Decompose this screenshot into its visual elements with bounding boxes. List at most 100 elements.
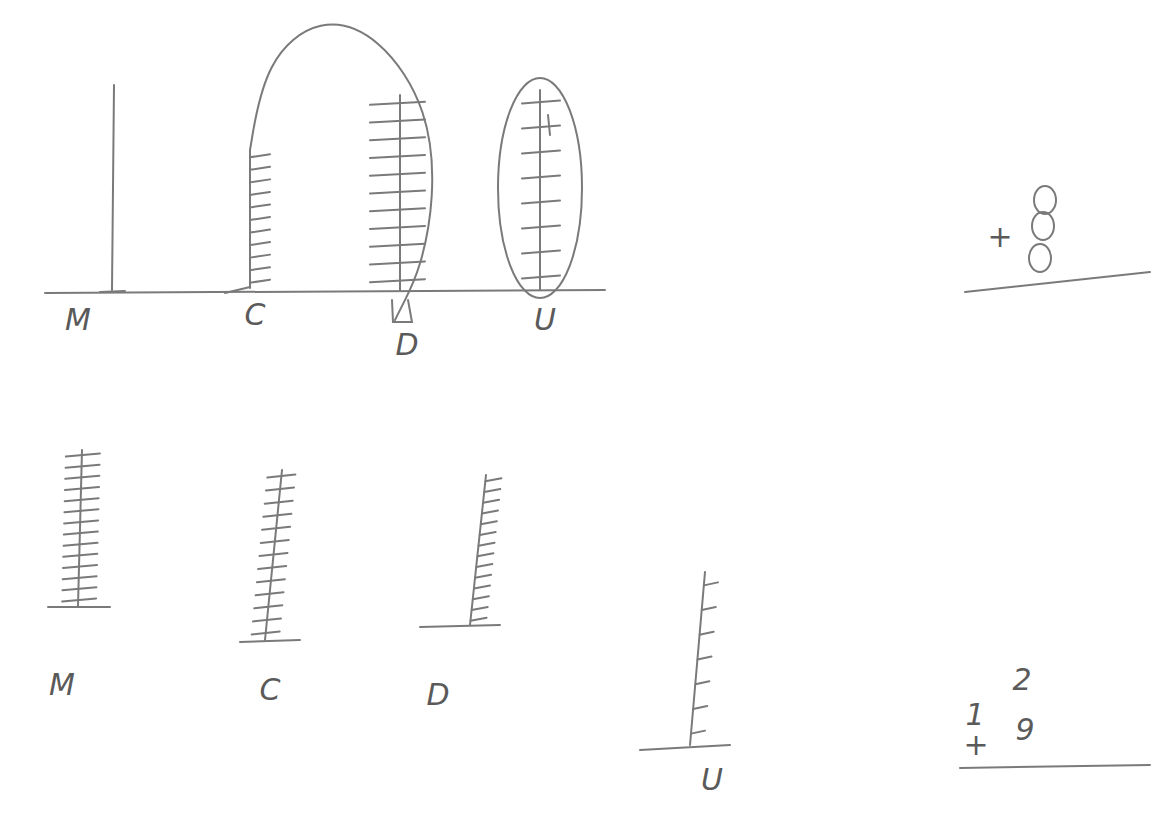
- tally-mark: [702, 607, 716, 610]
- sum-line: [965, 272, 1150, 292]
- base-line: [240, 640, 300, 642]
- place-value-label: M: [65, 305, 91, 335]
- tally-mark: [485, 478, 501, 481]
- tally-mark: [370, 155, 425, 158]
- tally-mark: [250, 154, 270, 157]
- tally-mark: [266, 488, 294, 491]
- tally-mark: [480, 532, 496, 535]
- abacus-rod: [112, 85, 114, 290]
- tally-mark: [370, 173, 425, 176]
- tally-mark: [484, 489, 500, 492]
- tally-mark: [476, 564, 492, 567]
- tally-mark: [479, 543, 495, 546]
- tally-mark: [483, 500, 499, 503]
- place-value-label: 2: [1012, 665, 1031, 695]
- tally-mark: [370, 102, 425, 105]
- place-value-label: D: [426, 680, 449, 710]
- counter-circle: [1029, 244, 1051, 272]
- tally-mark: [522, 176, 560, 179]
- tally-mark: [522, 226, 560, 229]
- tally-mark: [370, 137, 425, 140]
- place-value-label: 9: [1015, 715, 1034, 745]
- abacus-rod: [78, 450, 82, 606]
- tally-mark: [254, 605, 282, 608]
- tally-mark: [260, 553, 288, 556]
- tally-mark: [482, 511, 498, 514]
- grouping-oval: [498, 78, 582, 298]
- tally-mark: [250, 267, 270, 270]
- tally-mark: [257, 579, 285, 582]
- tally-mark: [370, 261, 425, 264]
- rod-foot: [225, 287, 250, 293]
- tally-mark: [63, 576, 97, 579]
- place-value-label: U: [534, 305, 556, 335]
- tally-mark: [700, 632, 714, 635]
- place-value-label: C: [245, 300, 266, 330]
- tally-mark: [256, 592, 284, 595]
- tally-mark: [65, 487, 99, 490]
- tally-mark: [370, 120, 425, 123]
- tally-mark: [65, 498, 99, 501]
- place-value-label: C: [260, 675, 281, 705]
- tally-mark: [261, 540, 289, 543]
- tally-mark: [471, 618, 487, 621]
- abacus-rod: [470, 475, 486, 625]
- tally-mark: [267, 475, 295, 478]
- tally-mark: [522, 201, 560, 204]
- counter-circle: [1034, 186, 1056, 214]
- tally-mark: [263, 514, 291, 517]
- grouping-loop: [250, 25, 432, 320]
- place-value-label: U: [701, 765, 723, 795]
- place-value-label: M: [49, 670, 75, 700]
- counter-circle: [1032, 212, 1054, 240]
- tally-mark: [522, 151, 560, 154]
- tally-mark: [64, 532, 98, 535]
- tally-mark: [253, 618, 281, 621]
- tally-mark: [370, 244, 425, 247]
- tally-mark: [691, 731, 705, 734]
- tally-mark: [66, 465, 100, 468]
- tally-mark: [250, 280, 270, 283]
- tally-mark: [252, 631, 280, 634]
- place-value-label: 1: [965, 700, 984, 730]
- tally-mark: [522, 101, 560, 104]
- abacus-rod: [539, 90, 541, 290]
- tally-mark: [370, 191, 425, 194]
- pencil-stroke: [548, 115, 550, 135]
- tally-mark: [258, 566, 286, 569]
- rod-foot: [100, 291, 125, 292]
- base-line: [45, 290, 605, 293]
- small-loop: [392, 300, 412, 322]
- base-line: [640, 745, 730, 750]
- tally-mark: [250, 167, 270, 170]
- tally-mark: [477, 553, 493, 556]
- tally-mark: [250, 255, 270, 258]
- tally-mark: [250, 242, 270, 245]
- tally-mark: [62, 598, 96, 601]
- place-value-label: D: [395, 330, 418, 360]
- base-line: [420, 625, 500, 627]
- tally-mark: [64, 543, 98, 546]
- tally-mark: [262, 527, 290, 530]
- tally-mark: [250, 217, 270, 220]
- tally-mark: [370, 279, 425, 282]
- tally-mark: [64, 520, 98, 523]
- tally-mark: [250, 204, 270, 207]
- tally-mark: [66, 454, 100, 457]
- tally-mark: [65, 476, 99, 479]
- tally-mark: [522, 251, 560, 254]
- tally-mark: [693, 706, 707, 709]
- tally-mark: [265, 501, 293, 504]
- tally-mark: [481, 521, 497, 524]
- tally-mark: [63, 565, 97, 568]
- tally-mark: [62, 587, 96, 590]
- tally-mark: [522, 276, 560, 279]
- tally-mark: [522, 126, 560, 129]
- plus-sign: +: [963, 730, 988, 760]
- tally-mark: [475, 575, 491, 578]
- tally-mark: [64, 509, 98, 512]
- tally-mark: [63, 554, 97, 557]
- tally-mark: [704, 582, 718, 585]
